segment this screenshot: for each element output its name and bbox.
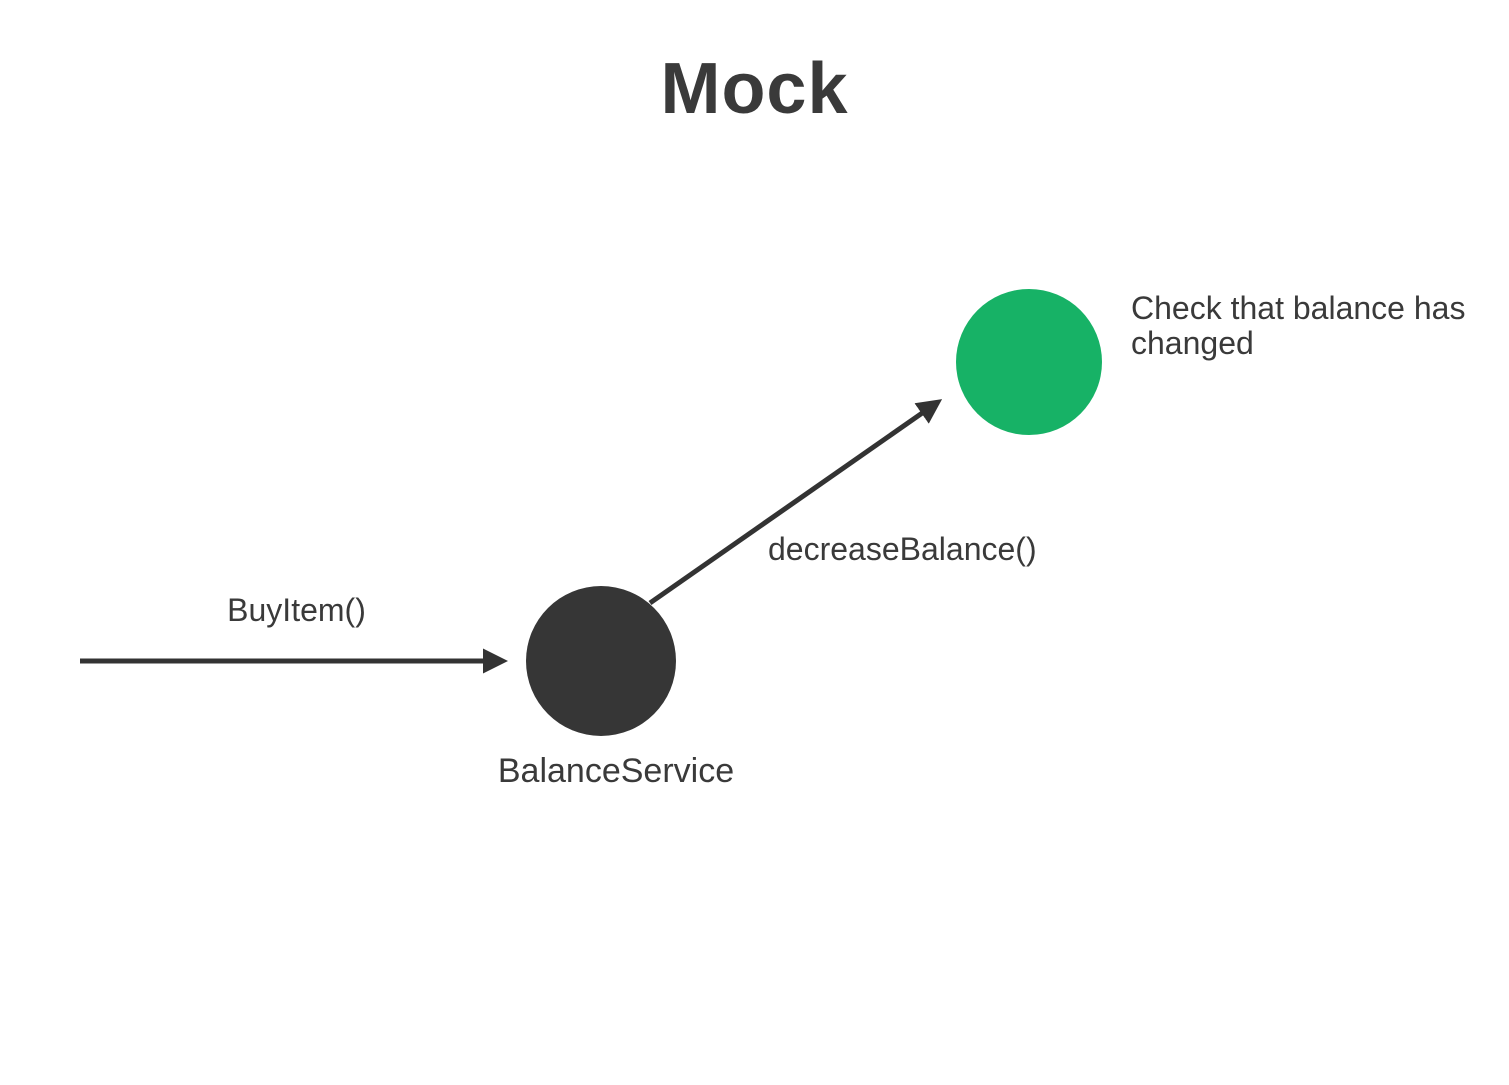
decrease-balance-arrow (648, 399, 943, 606)
check-balance-annotation: Check that balance has changed (1131, 290, 1466, 361)
page-title: Mock (660, 49, 849, 129)
balance-service-node (526, 586, 676, 736)
balance-service-label: BalanceService (497, 752, 735, 790)
buy-item-edge-label: BuyItem() (227, 592, 366, 628)
check-balance-node (956, 289, 1102, 435)
decrease-balance-edge-label: decreaseBalance() (768, 531, 1037, 567)
